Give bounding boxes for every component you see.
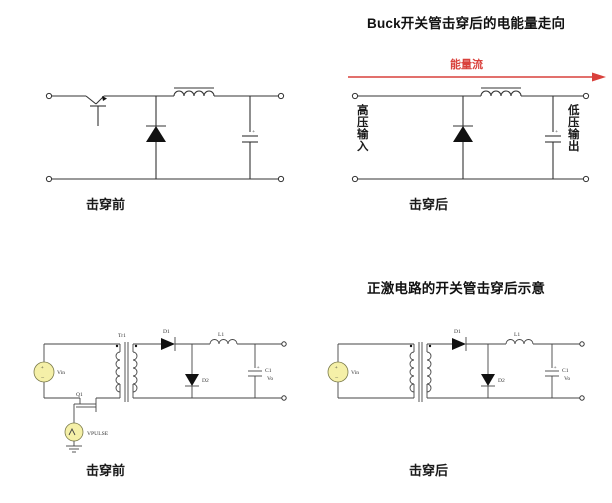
buck-after-output-label: 低压输出	[566, 104, 579, 152]
buck-after-caption: 击穿后	[409, 197, 449, 212]
forward-after-schematic: + –	[327, 324, 612, 454]
svg-text:+: +	[41, 365, 44, 371]
svg-text:+: +	[335, 365, 338, 371]
label-vo: Vo	[267, 376, 273, 382]
svg-text:–: –	[40, 375, 44, 381]
label-d2: D2	[498, 378, 505, 384]
svg-text:+: +	[555, 129, 558, 135]
label-vpulse: VPULSE	[87, 431, 109, 437]
label-c1: C1	[562, 368, 569, 374]
buck-after-schematic: +	[345, 80, 605, 195]
label-l1: L1	[514, 332, 520, 338]
forward-section-title: 正激电路的开关管击穿后示意	[367, 281, 546, 296]
label-d2: D2	[202, 378, 209, 384]
buck-after-input-label: 高压输入	[355, 104, 368, 152]
svg-text:+: +	[252, 129, 255, 135]
label-q1: Q1	[76, 392, 83, 398]
buck-before-schematic: +	[30, 80, 300, 195]
label-d1: D1	[163, 329, 170, 335]
label-l1: L1	[218, 332, 224, 338]
forward-before-caption: 击穿前	[86, 463, 126, 478]
label-tr1: Tr1	[118, 333, 126, 339]
buck-before-caption: 击穿前	[86, 197, 126, 212]
energy-flow-label: 能量流	[450, 59, 483, 71]
label-vin: Vin	[57, 370, 65, 376]
svg-text:–: –	[334, 375, 338, 381]
forward-before-schematic: + –	[24, 324, 309, 454]
label-vo: Vo	[564, 376, 570, 382]
label-vin: Vin	[351, 370, 359, 376]
svg-text:+: +	[554, 365, 557, 371]
energy-flow-arrow-icon	[348, 72, 606, 82]
forward-after-caption: 击穿后	[409, 463, 449, 478]
label-d1: D1	[454, 329, 461, 335]
label-c1: C1	[265, 368, 272, 374]
buck-section-title: Buck开关管击穿后的电能量走向	[367, 16, 566, 31]
svg-text:+: +	[257, 365, 260, 371]
energy-flow-annotation	[340, 46, 612, 86]
